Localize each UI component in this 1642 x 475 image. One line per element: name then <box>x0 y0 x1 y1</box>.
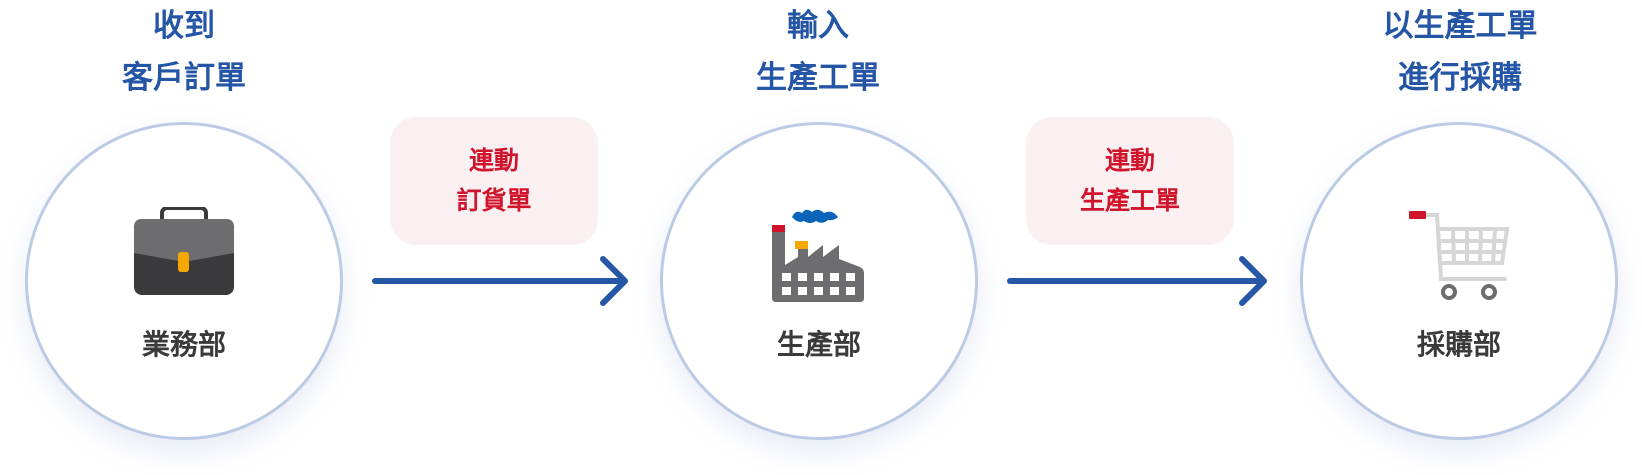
stage-3-title-line-2: 進行採購 <box>1398 60 1522 96</box>
arrow-right-icon <box>1007 256 1267 306</box>
stage-2-production-department-node: 生產部 <box>660 122 978 440</box>
arrow-right-icon <box>372 256 628 306</box>
briefcase-icon <box>134 207 234 295</box>
link-2-line-1: 連動 <box>1104 146 1155 175</box>
stage-2-title-line-1: 輸入 <box>787 8 849 44</box>
department-label: 業務部 <box>141 328 226 361</box>
stage-3-title-line-1: 以生產工單 <box>1382 8 1538 44</box>
link-2-line-2: 生產工單 <box>1079 186 1180 215</box>
link-1-box: 連動 訂貨單 <box>390 117 598 245</box>
link-1-line-2: 訂貨單 <box>456 186 532 215</box>
department-label: 採購部 <box>1416 328 1501 361</box>
stage-2-title: 輸入 生產工單 <box>658 0 978 104</box>
stage-1-title-line-1: 收到 <box>153 8 215 44</box>
stage-1-title: 收到 客戶訂單 <box>24 0 344 104</box>
link-1-line-1: 連動 <box>468 146 519 175</box>
department-label: 生產部 <box>776 328 861 361</box>
stage-3-title: 以生產工單 進行採購 <box>1300 0 1620 104</box>
factory-icon <box>772 209 864 302</box>
stage-2-title-line-2: 生產工單 <box>756 60 880 96</box>
shopping-cart-icon <box>1409 211 1510 300</box>
stage-1-sales-department-node: 業務部 <box>25 122 343 440</box>
stage-3-purchasing-department-node: 採購部 <box>1300 122 1618 440</box>
stage-1-title-line-2: 客戶訂單 <box>122 60 246 96</box>
link-2-box: 連動 生產工單 <box>1026 117 1234 245</box>
